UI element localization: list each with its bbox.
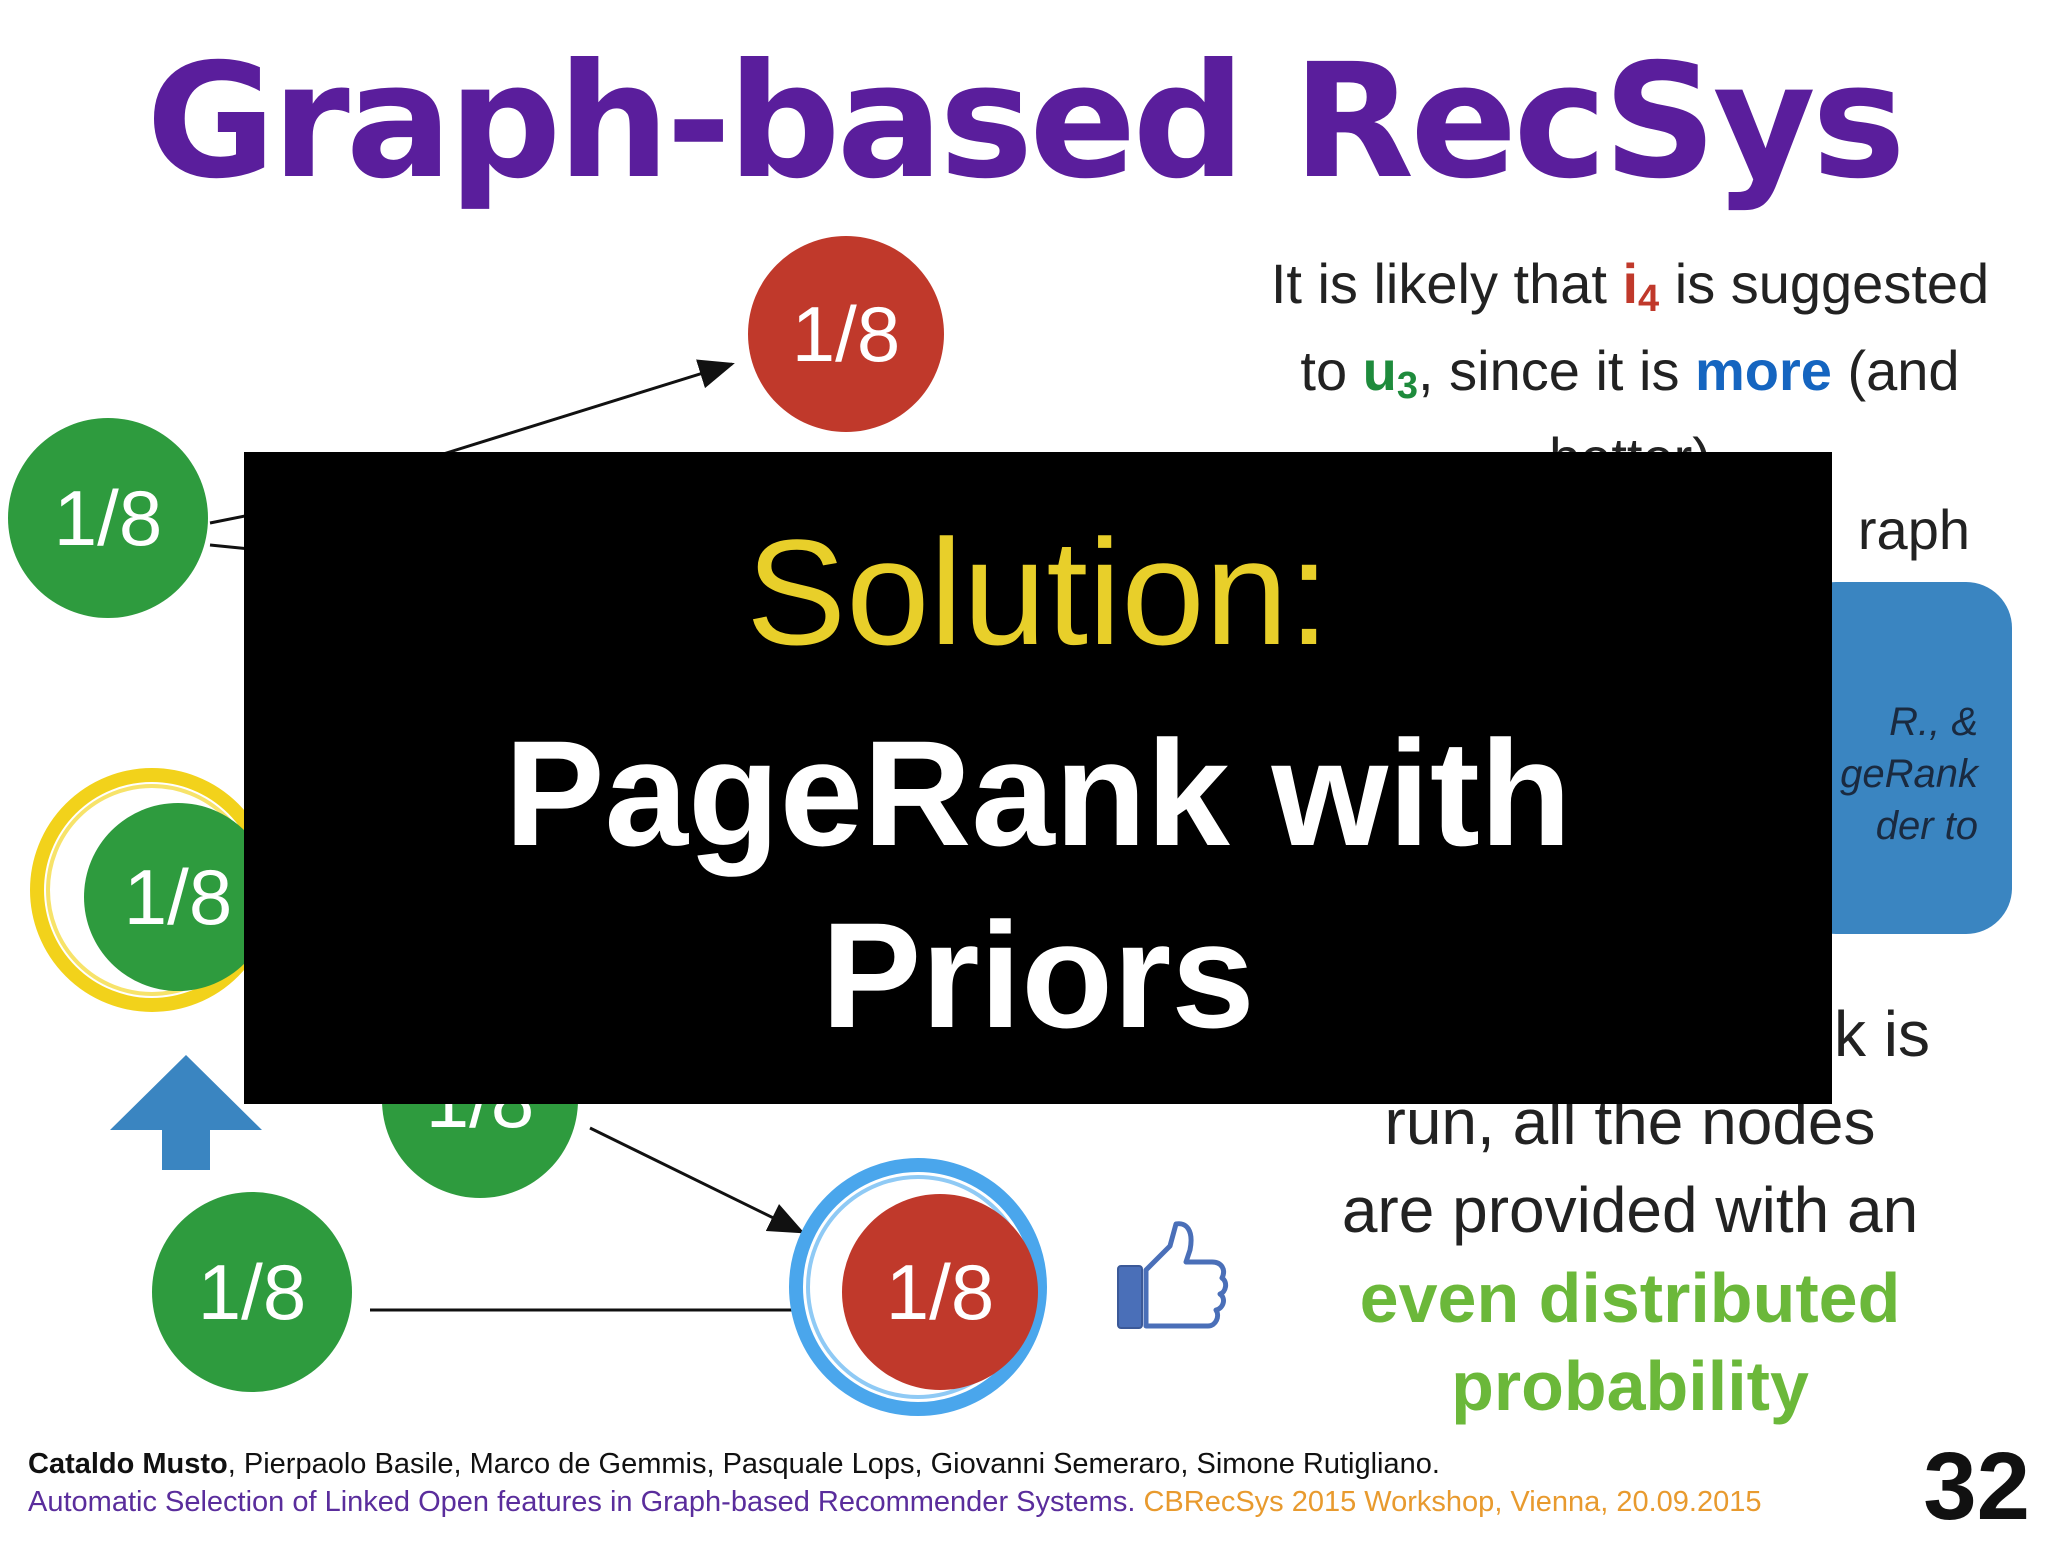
edge <box>439 359 735 457</box>
emphasis-even-distributed: even distributed <box>1359 1259 1901 1337</box>
item-i4: i4 <box>1622 252 1660 320</box>
solution-overlay: Solution: PageRank with Priors <box>244 452 1832 1104</box>
citation-text: R., & geRank der to <box>1840 700 1978 848</box>
edge <box>589 1126 805 1234</box>
arrow-up-icon <box>110 1055 262 1170</box>
user-u3: u3 <box>1362 339 1419 407</box>
node-label: 1/8 <box>792 290 900 378</box>
overlay-heading: Solution: <box>746 508 1330 676</box>
page-number: 32 <box>1923 1433 2030 1540</box>
first-author: Cataldo Musto <box>28 1448 228 1480</box>
slide-title: Graph-based RecSys <box>146 30 1906 214</box>
footer-authors: Cataldo Musto, Pierpaolo Basile, Marco d… <box>28 1448 1440 1480</box>
footer-paper: Automatic Selection of Linked Open featu… <box>28 1486 1762 1518</box>
overlay-solution-text: PageRank with Priors <box>504 709 1572 1059</box>
node-top-red: 1/8 <box>748 236 944 432</box>
node-highlighted-green: 1/8 <box>84 803 272 991</box>
node-label: 1/8 <box>886 1248 994 1336</box>
node-bottom-green: 1/8 <box>152 1192 352 1392</box>
highlight-ring-blue <box>789 1158 1047 1416</box>
pagerank-explanation: k is run, all the nodes are provided wit… <box>1270 990 1990 1430</box>
emphasis-more: more <box>1695 339 1832 402</box>
emphasis-probability: probability <box>1451 1347 1809 1425</box>
node-label: 1/8 <box>54 474 162 562</box>
node-highlighted-red: 1/8 <box>842 1194 1038 1390</box>
footer-venue: CBRecSys 2015 Workshop, Vienna, 20.09.20… <box>1143 1486 1762 1518</box>
node-label: 1/8 <box>124 853 232 941</box>
node-left-green: 1/8 <box>8 418 208 618</box>
node-label: 1/8 <box>198 1248 306 1336</box>
thumbs-up-icon <box>1117 1221 1229 1329</box>
